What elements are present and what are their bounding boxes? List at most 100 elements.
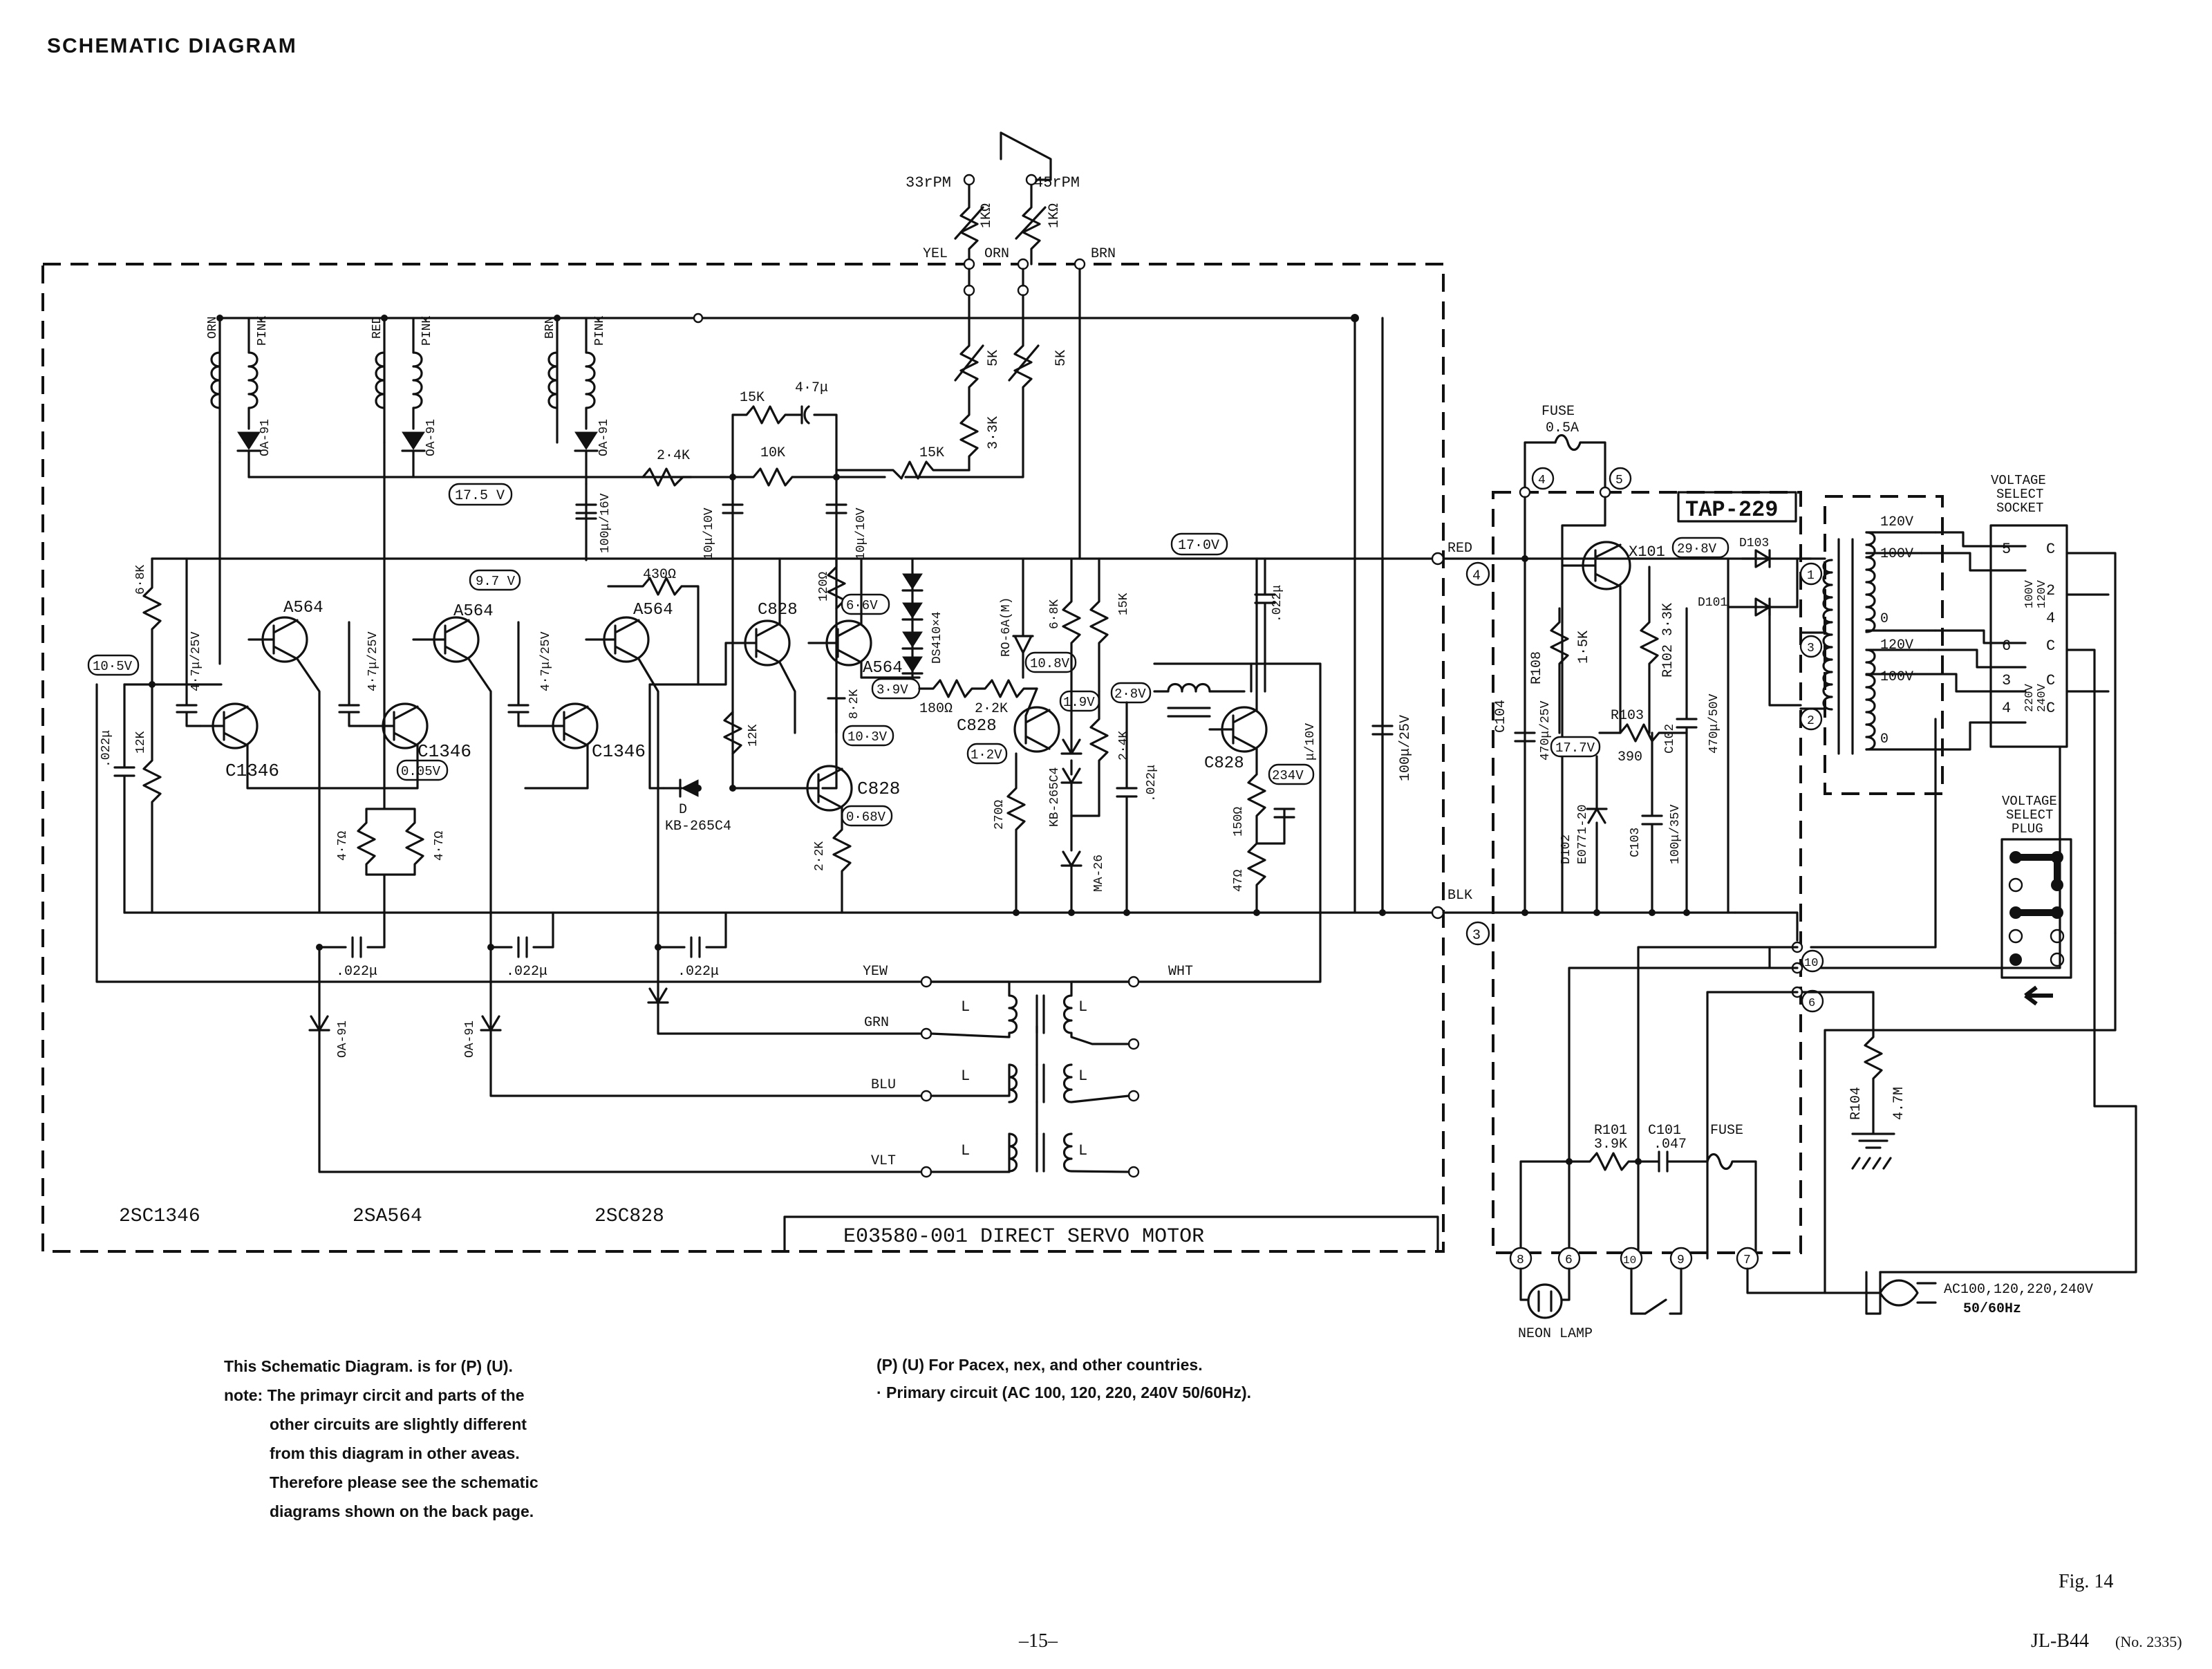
label-c102: C102: [1663, 724, 1677, 754]
badge-17v: [1170, 532, 1228, 556]
label-c104v: 470μ/25V: [1539, 700, 1553, 761]
label-a564-3: A564: [633, 601, 673, 619]
label-r12k-b: 12K: [747, 724, 760, 747]
label-kb265-2: KB-265C4: [1048, 767, 1062, 827]
stage-1: A564 C1346 4·7μ/25V: [176, 441, 386, 914]
note-left-2: other circuits are slightly different: [270, 1415, 527, 1433]
label-c828-b: C828: [857, 778, 900, 799]
label-c10u-a: 10μ/10V: [702, 507, 716, 560]
switch-arm: [1000, 131, 1052, 181]
label-r2-4k-b: 2·4K: [1117, 731, 1131, 761]
coil-pink-2: [412, 317, 423, 430]
cap-100u-25v: [1371, 557, 1394, 914]
label-pin-6b: 6: [1565, 1253, 1573, 1267]
label-l1: L: [961, 998, 970, 1016]
label-a564-2: A564: [453, 602, 494, 621]
label-10-3v: 10·3V: [847, 729, 888, 745]
model-label: JL-B44: [2031, 1630, 2089, 1652]
badge-10-5v: [87, 654, 140, 676]
label-c103v: 100μ/35V: [1669, 804, 1683, 864]
label-pot5k-2: 5K: [1053, 350, 1069, 366]
label-r103: R103: [1611, 708, 1644, 724]
label-1-2v: 1·2V: [971, 747, 1002, 763]
label-r270: 270Ω: [993, 800, 1006, 830]
label-r108v: 1·5K: [1576, 631, 1592, 664]
cap-100u16v: [575, 503, 597, 520]
label-r12k-left: 12K: [134, 731, 148, 754]
cap-c104: [1514, 731, 1536, 743]
pin-10: [1801, 949, 1824, 973]
ac-input: 10 6 R104 4.7M AC100,120,220,240V 50/60H…: [1568, 718, 2137, 1317]
resistor-15k-c: [1089, 557, 1109, 693]
label-pin-2: 2: [1807, 714, 1815, 728]
label-2-8v: 2·8V: [1114, 687, 1146, 702]
label-17v: 17·0V: [1178, 538, 1219, 554]
label-pin-10: 10: [1804, 957, 1818, 970]
badge-17-7v: [1550, 736, 1601, 758]
label-c101v: .047: [1653, 1137, 1687, 1153]
label-c4-7u-25v-3: 4·7μ/25V: [539, 631, 553, 691]
cap-1u10v: [1255, 808, 1295, 845]
label-9-7v: 9.7 V: [476, 574, 516, 589]
label-s240: 240V: [2036, 683, 2049, 712]
badge-0-05v: [396, 759, 449, 781]
badge-234v: [1268, 763, 1315, 785]
pin-6: [1801, 989, 1824, 1013]
note-left-3: from this diagram in other aveas.: [270, 1444, 520, 1462]
label-r33k: 3·3K: [986, 416, 1002, 449]
label-ro6a: RO-6A(M): [1000, 597, 1013, 657]
cap-022-f: [657, 911, 727, 958]
label-brn-top: BRN: [1091, 246, 1116, 262]
label-c10u-b: 10μ/10V: [854, 507, 868, 560]
label-sC1: C: [2046, 541, 2055, 558]
label-ds410: DS410×4: [930, 611, 944, 664]
label-r104v: 4.7M: [1891, 1087, 1907, 1120]
label-t100b: 100V: [1880, 669, 1913, 685]
resistor-r103: [1598, 723, 1688, 743]
pin-4: [1465, 561, 1490, 586]
neon-circuit: R101 3.9K C101 .047 FUSE 8 6 10 9 7 NEON…: [1509, 1123, 1826, 1342]
label-x101: X101: [1629, 543, 1665, 561]
pin-4b: [1531, 467, 1555, 490]
switch-terminal-33: [963, 174, 975, 186]
label-pink-3: PINK: [593, 316, 607, 346]
label-r430: 430Ω: [643, 567, 676, 583]
diode-d4-path: [308, 946, 928, 1173]
pot-5k-1: [959, 294, 979, 472]
pin-5: [1609, 467, 1632, 490]
resistor-15k-b: [835, 460, 971, 480]
label-motor: E03580-001 DIRECT SERVO MOTOR: [843, 1225, 1204, 1249]
label-c1346-2: C1346: [418, 741, 471, 762]
cap-4-7u-2: [338, 621, 361, 727]
pot-1k-33: [959, 184, 979, 265]
label-pink-1: PINK: [256, 316, 270, 346]
label-t120a: 120V: [1880, 514, 1913, 530]
resistor-r102: [1640, 566, 1659, 734]
label-vsp-2: SELECT: [2006, 808, 2053, 823]
label-r120: 120Ω: [817, 572, 831, 602]
zener-ro6a: [1012, 557, 1034, 679]
note-left-1: note: The primayr circit and parts of th…: [224, 1386, 525, 1404]
label-l5: L: [1078, 1067, 1087, 1085]
label-oa91-4: OA-91: [336, 1020, 350, 1058]
secondary-winding: [1822, 559, 1833, 711]
resistor-2-4k-b: [1089, 690, 1109, 817]
resistor-r108: [1550, 607, 1569, 734]
label-17-7v: 17.7V: [1555, 740, 1595, 756]
page-title: SCHEMATIC DIAGRAM: [47, 35, 297, 57]
voltage-select-socket: VOLTAGE SELECT SOCKET 5 C 2 4 6 C 3 C 4 …: [1913, 473, 2137, 1108]
label-s220: 220V: [2023, 683, 2036, 712]
note-right-1: · Primary circuit (AC 100, 120, 220, 240…: [877, 1383, 1251, 1401]
label-vlt: VLT: [871, 1153, 896, 1169]
ac-plug: [1865, 1271, 1937, 1315]
resistor-12k-b: [723, 711, 742, 755]
interboard-connectors: RED BLK 4 3: [1431, 541, 1812, 946]
label-r101: R101: [1594, 1123, 1627, 1139]
label-sC4: C: [2046, 700, 2055, 717]
label-s120: 120V: [2036, 579, 2049, 608]
resistor-15k: [731, 405, 838, 478]
figure-label: Fig. 14: [2059, 1571, 2113, 1592]
label-ac: AC100,120,220,240V: [1944, 1282, 2093, 1298]
label-r102: R102 3·3K: [1660, 603, 1676, 678]
tap-box: [1677, 491, 1797, 523]
